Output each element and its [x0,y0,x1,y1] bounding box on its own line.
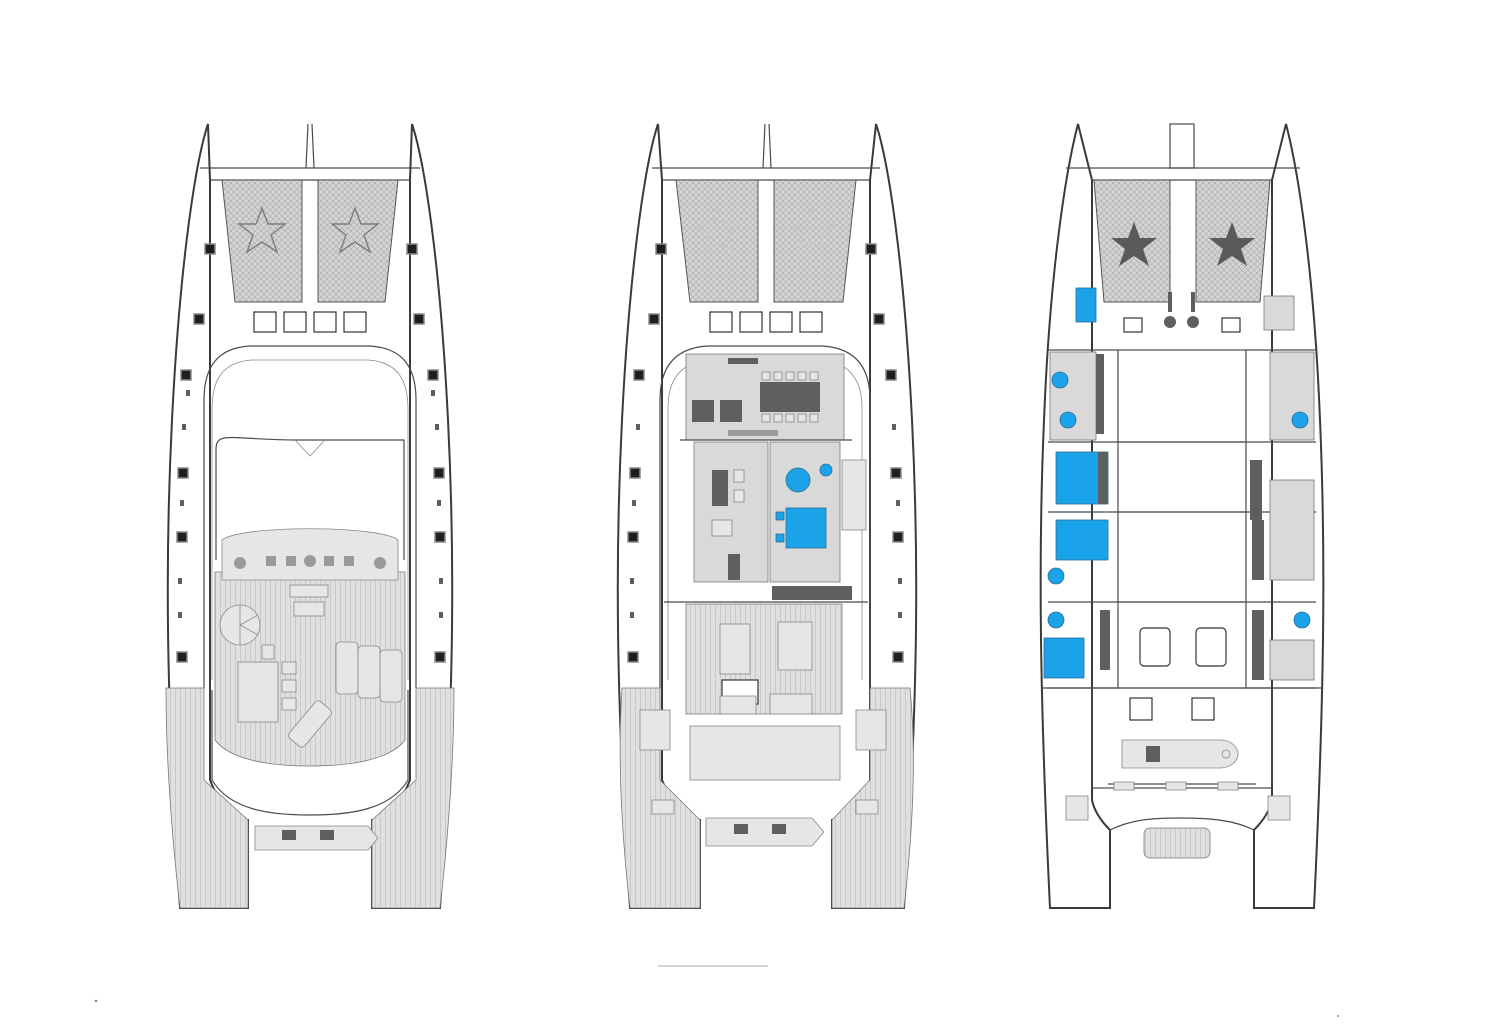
windlass [1164,292,1199,328]
main-deck-plan [616,123,918,967]
tender-boat-icon [1121,739,1239,769]
hardtop-outline [203,345,417,688]
port-trampoline [221,179,303,303]
aft-cockpit-deck [685,603,843,715]
port-trampoline [675,179,759,303]
jet-ski-icon [254,825,379,851]
deck-hatches [253,311,367,333]
lower-deck-plan [1039,123,1325,909]
guest-bed [1055,519,1109,561]
port-hull [1039,123,1111,909]
deck-hatches [709,311,823,333]
jet-ski-icon [705,817,825,847]
upper-deck-plan [165,123,455,909]
anchor-light-icon [406,243,418,255]
starboard-trampoline [317,179,399,303]
saloon-outline [659,345,871,688]
starboard-trampoline [773,179,857,303]
swim-platform [1143,827,1211,859]
guest-bed [1043,637,1085,679]
anchor-light-icon [204,243,216,255]
owner-bed [785,507,827,549]
